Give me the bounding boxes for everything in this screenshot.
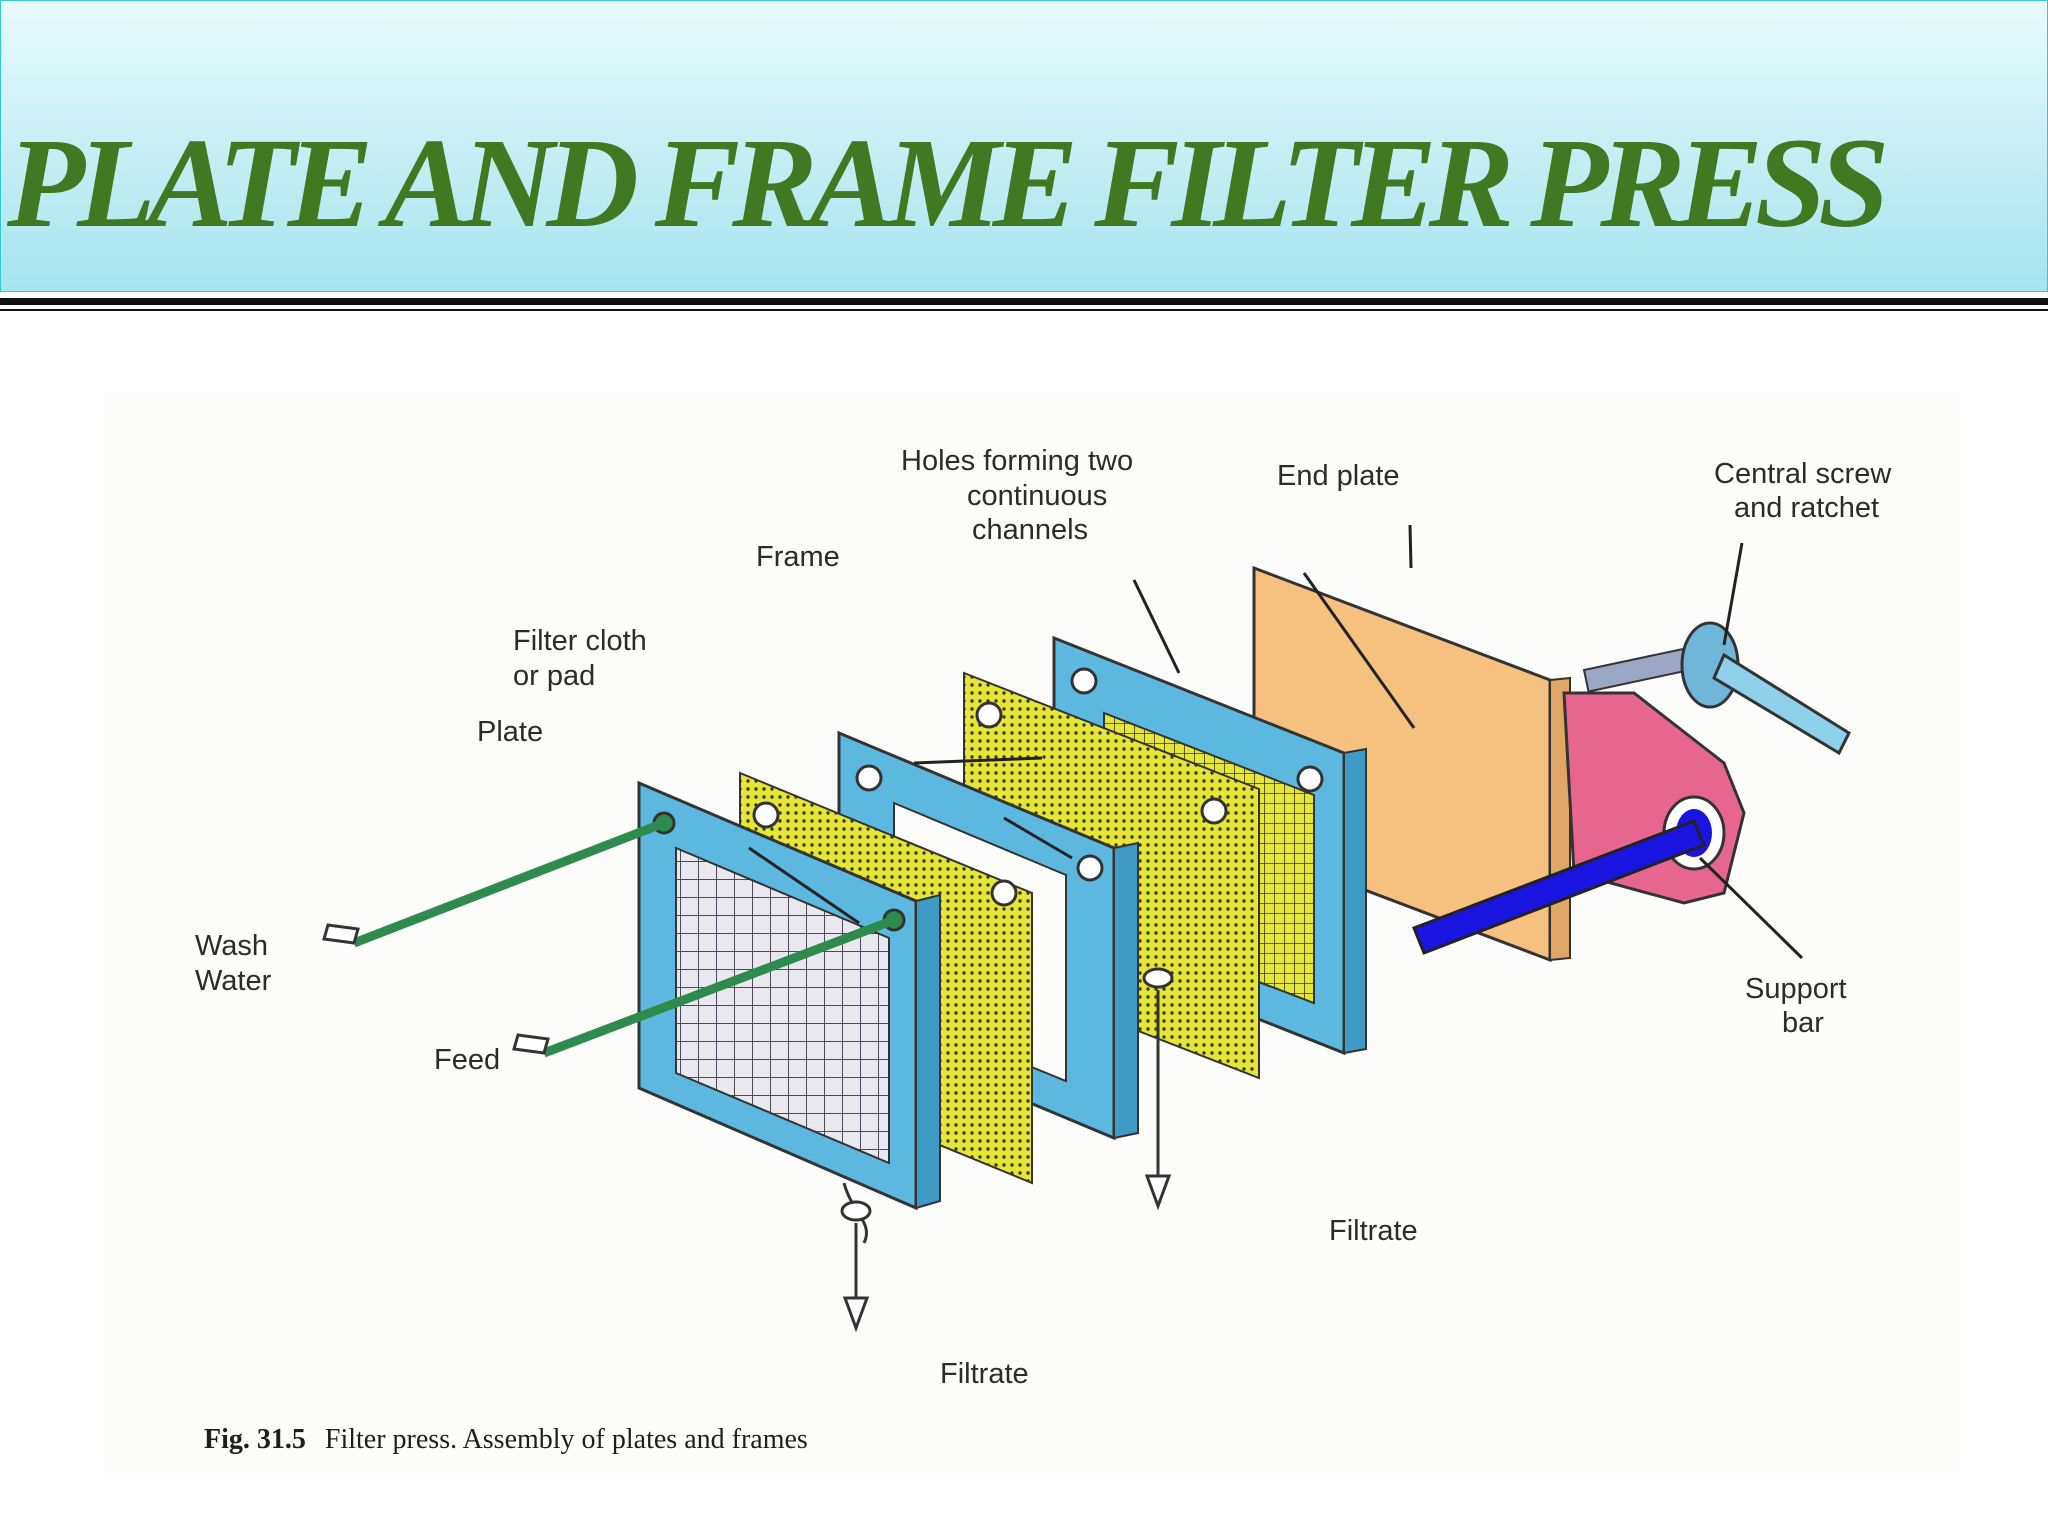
- figure-caption: Fig. 31.5 Filter press. Assembly of plat…: [204, 1424, 808, 1455]
- label-holes-line2: continuous: [967, 480, 1107, 512]
- label-filter-cloth-line1: Filter cloth: [513, 625, 647, 657]
- label-central-screw-line1: Central screw: [1714, 458, 1892, 490]
- feed-pipe: [512, 915, 896, 1058]
- figure-area: Holes forming two continuous channels En…: [104, 393, 1960, 1473]
- support-bar: [1412, 819, 1706, 955]
- figure-caption-text: Filter press. Assembly of plates and fra…: [325, 1424, 808, 1455]
- title-divider-thin: [0, 309, 2048, 311]
- title-banner: PLATE AND FRAME FILTER PRESS: [0, 0, 2048, 292]
- label-support-line2: bar: [1782, 1007, 1824, 1039]
- label-filtrate-right: Filtrate: [1329, 1215, 1418, 1247]
- filtrate-outlet-right: [1142, 967, 1174, 1211]
- label-plate: Plate: [477, 716, 543, 748]
- label-wash-line2: Water: [195, 965, 272, 997]
- label-central-screw-line2: and ratchet: [1734, 492, 1879, 524]
- page-title: PLATE AND FRAME FILTER PRESS: [7, 112, 1889, 254]
- label-filter-cloth-line2: or pad: [513, 660, 595, 692]
- filter-press-diagram: Holes forming two continuous channels En…: [195, 445, 1892, 1455]
- label-holes-line1: Holes forming two: [901, 445, 1133, 477]
- title-divider-thick: [0, 298, 2048, 305]
- label-filtrate-left: Filtrate: [940, 1358, 1029, 1390]
- label-end-plate: End plate: [1277, 460, 1400, 492]
- label-wash-line1: Wash: [195, 930, 268, 962]
- leader-lines: [748, 524, 1804, 960]
- filtrate-outlet-left: [840, 1182, 872, 1333]
- label-frame: Frame: [756, 541, 840, 573]
- front-plate: [637, 780, 941, 1211]
- label-holes-line3: channels: [972, 514, 1088, 546]
- wash-water-pipe: [322, 818, 666, 948]
- label-support-line1: Support: [1745, 973, 1847, 1005]
- label-feed: Feed: [434, 1044, 500, 1076]
- figure-caption-number: Fig. 31.5: [204, 1424, 306, 1455]
